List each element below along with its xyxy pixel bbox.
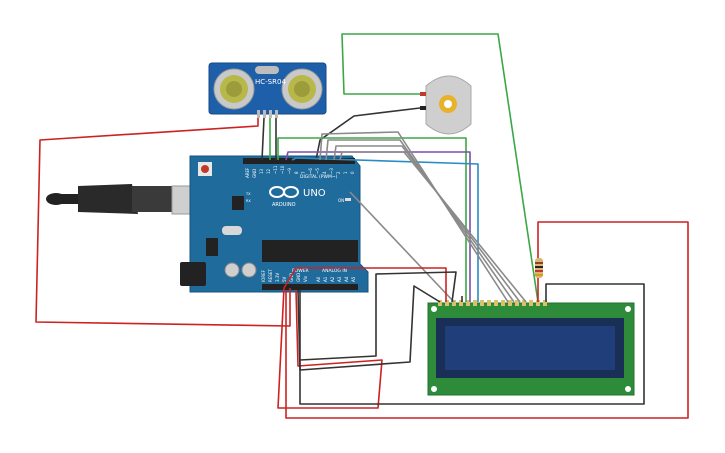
wire-gray-d5 <box>333 145 521 303</box>
dc-jack <box>180 262 206 286</box>
pin-label-reset: RESET <box>268 269 273 282</box>
lcd-pin[interactable] <box>515 300 519 306</box>
lcd-pin[interactable] <box>543 300 547 306</box>
arduino-model-label: UNO <box>303 188 326 199</box>
pin-label-6: ~6 <box>308 168 313 174</box>
lcd-pin[interactable] <box>473 300 477 306</box>
pin-label-11: ~11 <box>273 165 278 174</box>
wire-red-resistor <box>285 221 689 419</box>
pin-label-gnd-2: GND <box>296 273 301 282</box>
wire-gray-rs <box>349 191 455 303</box>
wire-red-lcd-vcc <box>277 267 447 409</box>
wire-black-lcd-k <box>299 283 645 405</box>
pin-label-2: 2 <box>336 171 341 174</box>
tx-label: TX <box>245 192 251 196</box>
wire-gray-d7 <box>319 131 509 303</box>
pin-label-a4: A4 <box>344 276 349 282</box>
lcd-pin[interactable] <box>466 300 470 306</box>
arduino-brand-label: ARDUINO <box>272 202 296 208</box>
pin-label-12: 12 <box>266 168 271 174</box>
wire-gray-d4 <box>339 151 527 303</box>
resistor-icon[interactable] <box>535 258 543 278</box>
pin-label-a1: A1 <box>323 276 328 282</box>
reset-button-cap[interactable] <box>201 165 209 173</box>
power-label: POWER <box>292 268 309 274</box>
digital-label: DIGITAL (PWM~) <box>300 174 338 180</box>
wire-red-sensor-vcc <box>35 118 291 327</box>
lcd-pin[interactable] <box>536 300 540 306</box>
pin-label-ioref: IOREF <box>261 269 266 282</box>
pin-label-3v3: 3.3V <box>275 273 280 282</box>
lcd-pin[interactable] <box>480 300 484 306</box>
wire-black-motor <box>315 107 421 161</box>
wire-black-gnd-a <box>297 285 441 371</box>
pin-label-vin: Vin <box>303 275 308 282</box>
lcd-screen <box>445 326 615 370</box>
lcd-pin[interactable] <box>459 300 463 306</box>
pin-label-a2: A2 <box>330 276 335 282</box>
dc-motor-icon[interactable] <box>420 75 472 135</box>
power-analog-header <box>262 284 358 290</box>
pin-label-5: ~5 <box>315 168 320 174</box>
sensor-model-label: HC-SR04 <box>255 78 286 86</box>
pin-label-gnd-1: GND <box>289 273 294 282</box>
pin-label-8: 8 <box>294 171 299 174</box>
pin-label-10: ~10 <box>280 165 285 174</box>
wire-black-gnd-b <box>299 271 457 361</box>
wire-black-sensor-trig <box>261 117 265 161</box>
lcd-pin[interactable] <box>508 300 512 306</box>
arduino-infinity-logo-icon <box>269 186 299 198</box>
atmega-chip <box>262 240 358 262</box>
crystal <box>255 66 279 74</box>
lcd-pin[interactable] <box>494 300 498 306</box>
analog-label: ANALOG IN <box>322 268 347 274</box>
digital-header <box>243 158 355 164</box>
pin-label-13: 13 <box>259 168 264 174</box>
aref-label: AREF <box>245 167 250 178</box>
lcd-pin[interactable] <box>529 300 533 306</box>
usb-cable-icon[interactable] <box>46 184 213 215</box>
wire-green-long <box>277 137 467 302</box>
pin-label-a0: A0 <box>316 276 321 282</box>
wire-green-motor <box>341 33 539 303</box>
gnd-label: GND <box>252 169 257 178</box>
wire-blue <box>291 157 479 302</box>
pin-label-5v: 5V <box>282 276 287 282</box>
lcd-pin-row <box>438 300 547 306</box>
lcd-display[interactable] <box>427 300 635 396</box>
pin-label-1: 1 <box>343 171 348 174</box>
pin-label-3: ~3 <box>329 168 334 174</box>
pin-label-0: 0 <box>350 171 355 174</box>
pin-label-7: 7 <box>301 171 306 174</box>
lcd-pin[interactable] <box>487 300 491 306</box>
pin-label-a3: A3 <box>337 276 342 282</box>
pin-label-4: 4 <box>322 171 327 174</box>
arduino-uno-board[interactable]: ARDUINO UNO DIGITAL (PWM~) POWER ANALOG … <box>180 155 369 293</box>
lcd-pin[interactable] <box>438 300 442 306</box>
lcd-pin[interactable] <box>522 300 526 306</box>
ultrasonic-sensor[interactable]: HC-SR04 <box>208 62 327 118</box>
lcd-pin[interactable] <box>501 300 505 306</box>
wire-gray-d6 <box>325 139 515 303</box>
lcd-pin[interactable] <box>452 300 456 306</box>
lcd-pin[interactable] <box>445 300 449 306</box>
wires <box>35 33 689 419</box>
on-label: ON <box>338 198 344 203</box>
pin-label-9: ~9 <box>287 168 292 174</box>
rx-label: RX <box>246 199 251 203</box>
pin-label-a5: A5 <box>351 276 356 282</box>
